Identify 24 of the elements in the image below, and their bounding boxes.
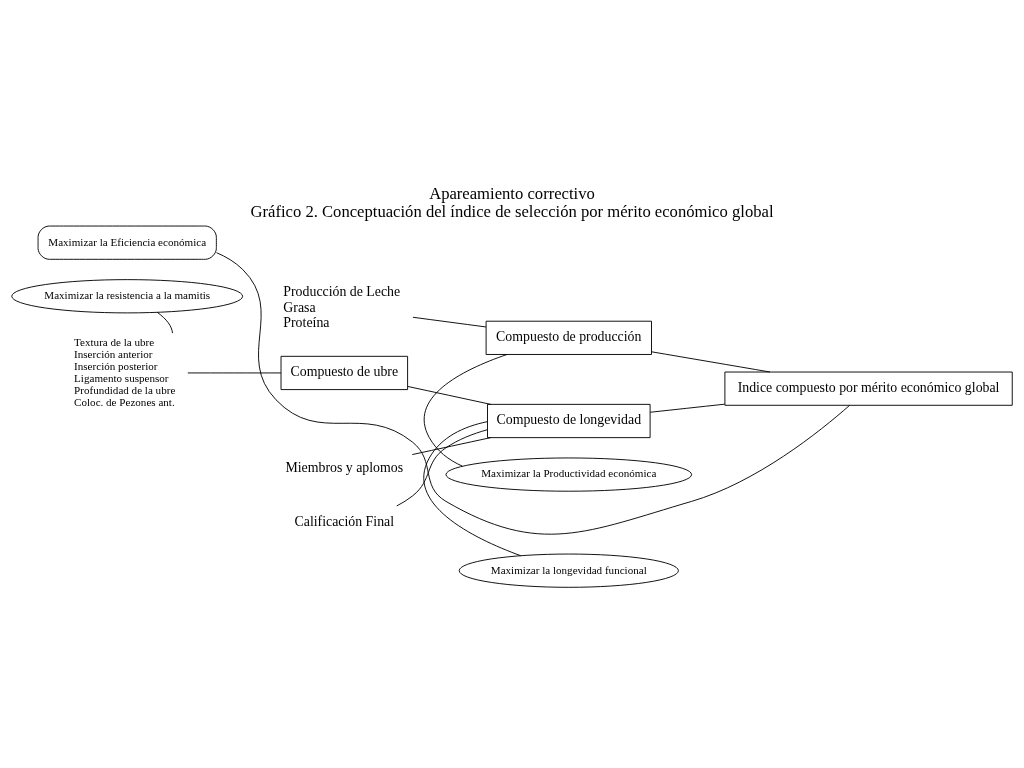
connector	[407, 385, 492, 405]
node-text: Miembros y aplomos	[285, 459, 404, 475]
connector	[411, 436, 492, 455]
connector	[156, 311, 173, 334]
connector	[649, 403, 726, 413]
connector	[423, 420, 522, 556]
node-box: Compuesto de producción	[485, 320, 652, 355]
node-ellipse: Maximizar la Productividad económica	[445, 457, 693, 492]
node-text: Textura de la ubre Inserción anterior Inserción posterior Ligamento suspensor Profundidad de la ubre Coloc. de Pezones ant.	[74, 335, 176, 408]
node-text: Calificación Final	[294, 513, 395, 529]
diagram-title: Apareamiento correctivo	[429, 183, 595, 203]
node-box: Compuesto de longevidad	[487, 403, 651, 438]
node-box: Indice compuesto por mérito económico global	[724, 371, 1013, 406]
node-text: Producción de Leche Grasa Proteína	[283, 283, 401, 330]
node-box: Maximizar la Eficiencia económica	[37, 225, 217, 260]
connector	[216, 251, 851, 535]
connector	[187, 372, 282, 373]
connector	[423, 353, 508, 467]
connector	[651, 350, 771, 372]
connector	[396, 428, 488, 506]
node-ellipse: Maximizar la longevidad funcional	[458, 553, 679, 588]
node-box: Compuesto de ubre	[280, 355, 409, 390]
node-ellipse: Maximizar la resistencia a la mamitis	[11, 278, 244, 313]
connector	[412, 316, 487, 327]
